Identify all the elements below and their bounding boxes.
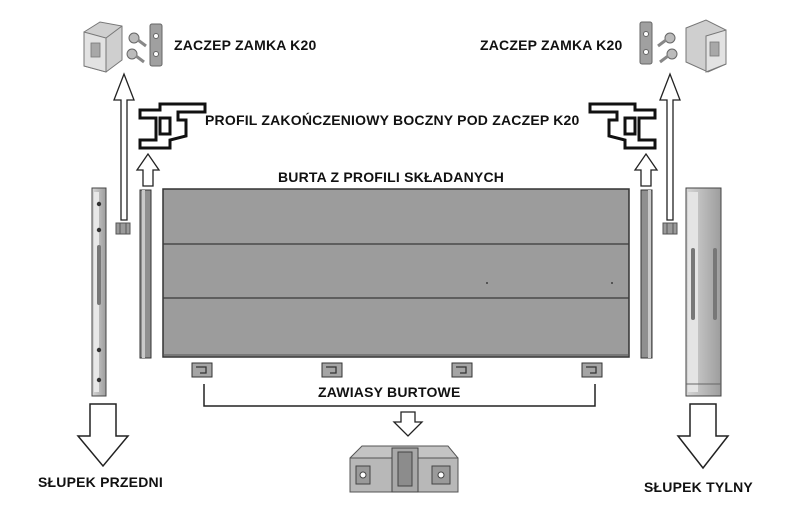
latch-right-label: ZACZEP ZAMKA K20 — [480, 37, 623, 53]
latch-plate-icon — [149, 23, 163, 67]
latch-k20-left — [83, 21, 163, 73]
screw-icon — [126, 48, 145, 64]
rear-post — [685, 187, 722, 397]
arrow-up-icon — [659, 72, 681, 221]
latch-plate-icon — [639, 21, 653, 65]
hinge-detail-icon — [349, 445, 459, 493]
nut-icon — [662, 222, 678, 235]
latch-k20-right — [639, 19, 727, 73]
front-post — [91, 187, 107, 397]
end-profile-right — [588, 102, 657, 150]
arrow-up-icon — [135, 152, 161, 187]
nut-icon — [115, 222, 131, 235]
panel-label: BURTA Z PROFILI SKŁADANYCH — [278, 169, 505, 185]
hinge-small-icon — [321, 362, 343, 378]
arrow-down-icon — [676, 403, 730, 470]
hinge-small-icon — [581, 362, 603, 378]
latch-left-label: ZACZEP ZAMKA K20 — [174, 37, 317, 53]
arrow-down-icon — [392, 411, 424, 437]
end-profile-bar-right — [640, 189, 653, 359]
hinges-label: ZAWIASY BURTOWE — [318, 384, 461, 400]
arrow-up-icon — [113, 72, 135, 221]
arrow-down-icon — [76, 403, 130, 468]
arrow-up-icon — [633, 152, 659, 187]
latch-block-icon — [83, 21, 123, 73]
end-profile-left — [138, 102, 207, 150]
latch-block-icon — [685, 19, 727, 73]
screw-icon — [657, 32, 676, 48]
screw-icon — [659, 48, 678, 64]
end-profile-label: PROFIL ZAKOŃCZENIOWY BOCZNY POD ZACZEP K… — [205, 112, 580, 128]
hinge-small-icon — [451, 362, 473, 378]
screw-icon — [128, 32, 147, 48]
end-profile-bar-left — [139, 189, 152, 359]
folded-profile-panel — [162, 188, 630, 358]
hinge-small-icon — [191, 362, 213, 378]
front-post-label: SŁUPEK PRZEDNI — [38, 474, 163, 490]
hinge-bracket — [203, 384, 596, 407]
rear-post-label: SŁUPEK TYLNY — [644, 479, 753, 495]
